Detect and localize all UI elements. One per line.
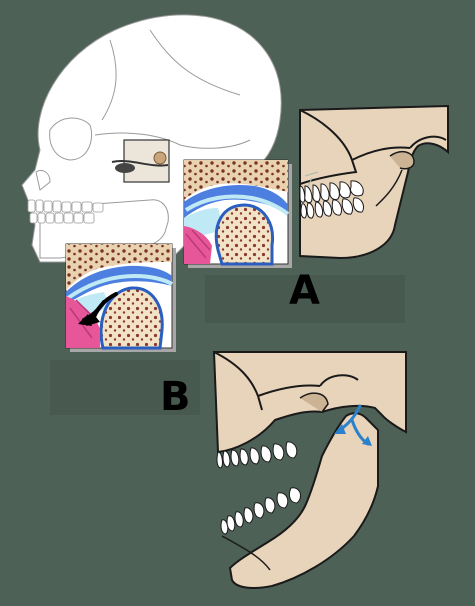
panel-label-a: A	[289, 271, 320, 311]
zygomatic-dark	[115, 163, 135, 173]
skull-lower-teeth	[30, 213, 94, 223]
joint-detail-open	[66, 244, 176, 352]
panel-label-b: B	[160, 377, 191, 417]
skull-orbit	[50, 118, 92, 160]
joint-detail-closed	[184, 160, 292, 268]
tmj-condyle-mark	[154, 152, 166, 164]
